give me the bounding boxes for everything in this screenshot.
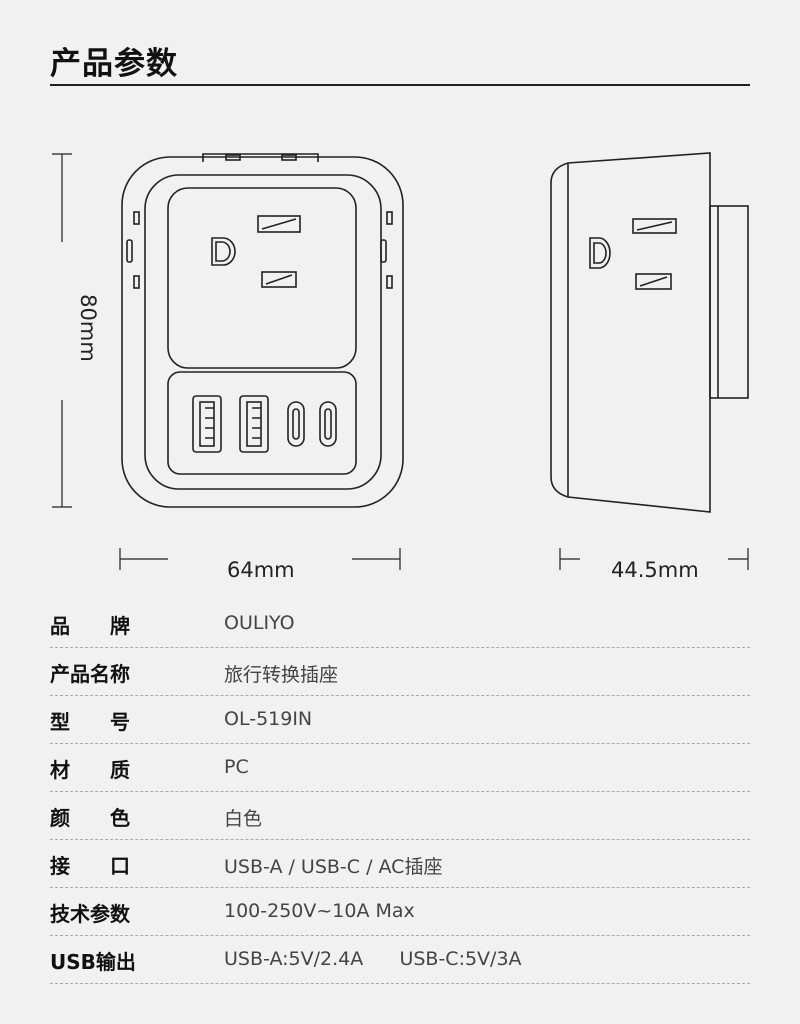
width-dimension-label: 64mm [227,558,295,582]
product-diagram [52,152,749,570]
ground-hole [211,237,236,266]
title-divider [50,84,750,86]
front-outer-shell [121,156,404,508]
spec-table: 品 牌 OULIYO 产品名称 旅行转换插座 型 号 OL-519IN 材 质 … [50,600,750,984]
usb-c-port-1 [287,401,305,447]
side-plug-block [709,205,749,399]
spec-label: 接 口 [50,854,130,878]
ac-socket-panel [167,187,357,369]
spec-value: OL-519IN [224,708,313,730]
spec-value: USB-A / USB-C / AC插座 [224,856,443,878]
front-view [121,153,404,508]
spec-row-usb-output: USB输出 USB-A:5V/2.4A USB-C:5V/3A [50,936,750,984]
height-dimension-label: 80mm [75,294,100,362]
spec-value: 白色 [224,808,263,830]
side-view [550,152,749,513]
usb-c-port-2 [319,401,337,447]
spec-label: 品 牌 [50,614,130,638]
spec-label: 产品名称 [50,662,130,686]
front-inner-rim [144,174,382,490]
usb-a-port-1 [192,395,222,453]
spec-label: 型 号 [50,710,130,734]
side-slot-bottom [635,273,672,290]
usb-panel [167,371,357,475]
right-latch [380,239,387,263]
spec-row-model: 型 号 OL-519IN [50,696,750,744]
top-clip [202,153,319,162]
spec-value: 旅行转换插座 [224,664,339,686]
side-slot-top [632,218,677,234]
spec-label: 技术参数 [50,902,130,926]
spec-row-brand: 品 牌 OULIYO [50,600,750,648]
spec-label: 材 质 [50,758,130,782]
ac-slot-bottom [261,271,297,288]
spec-value: OULIYO [224,612,295,634]
spec-value: USB-A:5V/2.4A USB-C:5V/3A [224,948,522,970]
spec-label: USB输出 [50,950,136,974]
spec-value: PC [224,756,249,778]
left-latch [126,239,133,263]
dimension-lines [52,153,749,570]
side-ground [589,237,611,269]
spec-row-material: 材 质 PC [50,744,750,792]
spec-row-interface: 接 口 USB-A / USB-C / AC插座 [50,840,750,888]
spec-label: 颜 色 [50,806,130,830]
usb-a-port-2 [239,395,269,453]
page-title: 产品参数 [50,46,178,82]
spec-value: 100-250V~10A Max [224,900,415,922]
side-body [550,152,711,513]
depth-dimension-label: 44.5mm [611,558,699,582]
spec-row-product-name: 产品名称 旅行转换插座 [50,648,750,696]
spec-row-color: 颜 色 白色 [50,792,750,840]
spec-row-tech-params: 技术参数 100-250V~10A Max [50,888,750,936]
ac-slot-top [257,215,301,233]
